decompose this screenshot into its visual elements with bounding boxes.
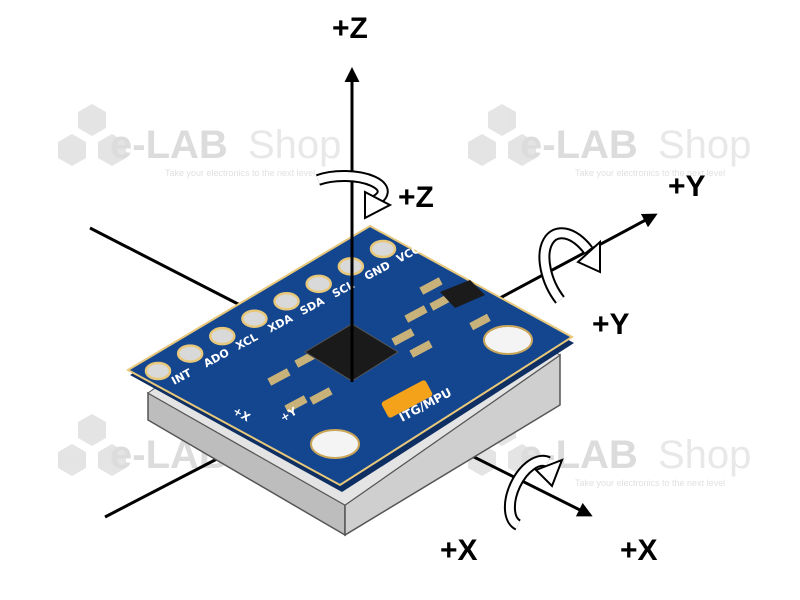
z-rotation-arrow-icon: [315, 170, 393, 220]
watermark-brand-thin: Shop: [248, 123, 341, 167]
hexagon-logo-icon: [58, 414, 126, 476]
z-rotation-label: +Z: [398, 181, 434, 214]
x-rotation-label: +X: [440, 534, 478, 567]
mounting-hole: [483, 325, 533, 355]
x-axis-line-back: [89, 226, 241, 307]
hexagon-logo-icon: [58, 104, 126, 166]
x-translation-label: +X: [620, 534, 658, 567]
watermark-top-right: e-LAB Shop Take your electronics to the …: [468, 104, 751, 178]
y-rotation-label: +Y: [592, 308, 630, 341]
watermark-brand-thin: Shop: [658, 433, 751, 477]
pin-pad: [144, 361, 172, 381]
pin-pad: [305, 274, 332, 294]
watermark-brand-thin: Shop: [658, 123, 751, 167]
y-axis-line-front: [499, 213, 658, 300]
pin-header: [144, 239, 397, 381]
watermark-brand-bold: e-LAB: [110, 123, 228, 167]
pin-pad: [209, 326, 236, 346]
pin-pad: [176, 344, 204, 363]
watermark-tagline: Take your electronics to the next level: [575, 478, 725, 488]
z-translation-label: +Z: [332, 12, 368, 45]
regulator-chip: [440, 280, 485, 308]
watermark-tagline: Take your electronics to the next level: [165, 168, 315, 178]
watermark-brand-bold: e-LAB: [520, 123, 638, 167]
pin-pad: [369, 239, 397, 259]
pin-pad: [241, 309, 268, 328]
y-rotation-arrow-icon: [538, 227, 601, 304]
watermark-top-left: e-LAB Shop Take your electronics to the …: [58, 104, 341, 178]
orange-capacitor: [381, 380, 433, 418]
x-rotation-arrow-icon: [503, 454, 564, 531]
watermark-tagline: Take your electronics to the next level: [575, 168, 725, 178]
hexagon-logo-icon: [468, 104, 536, 166]
y-translation-label: +Y: [668, 170, 706, 203]
mounting-hole: [310, 429, 360, 459]
pin-pad: [273, 292, 300, 311]
smd-components: [267, 277, 491, 413]
